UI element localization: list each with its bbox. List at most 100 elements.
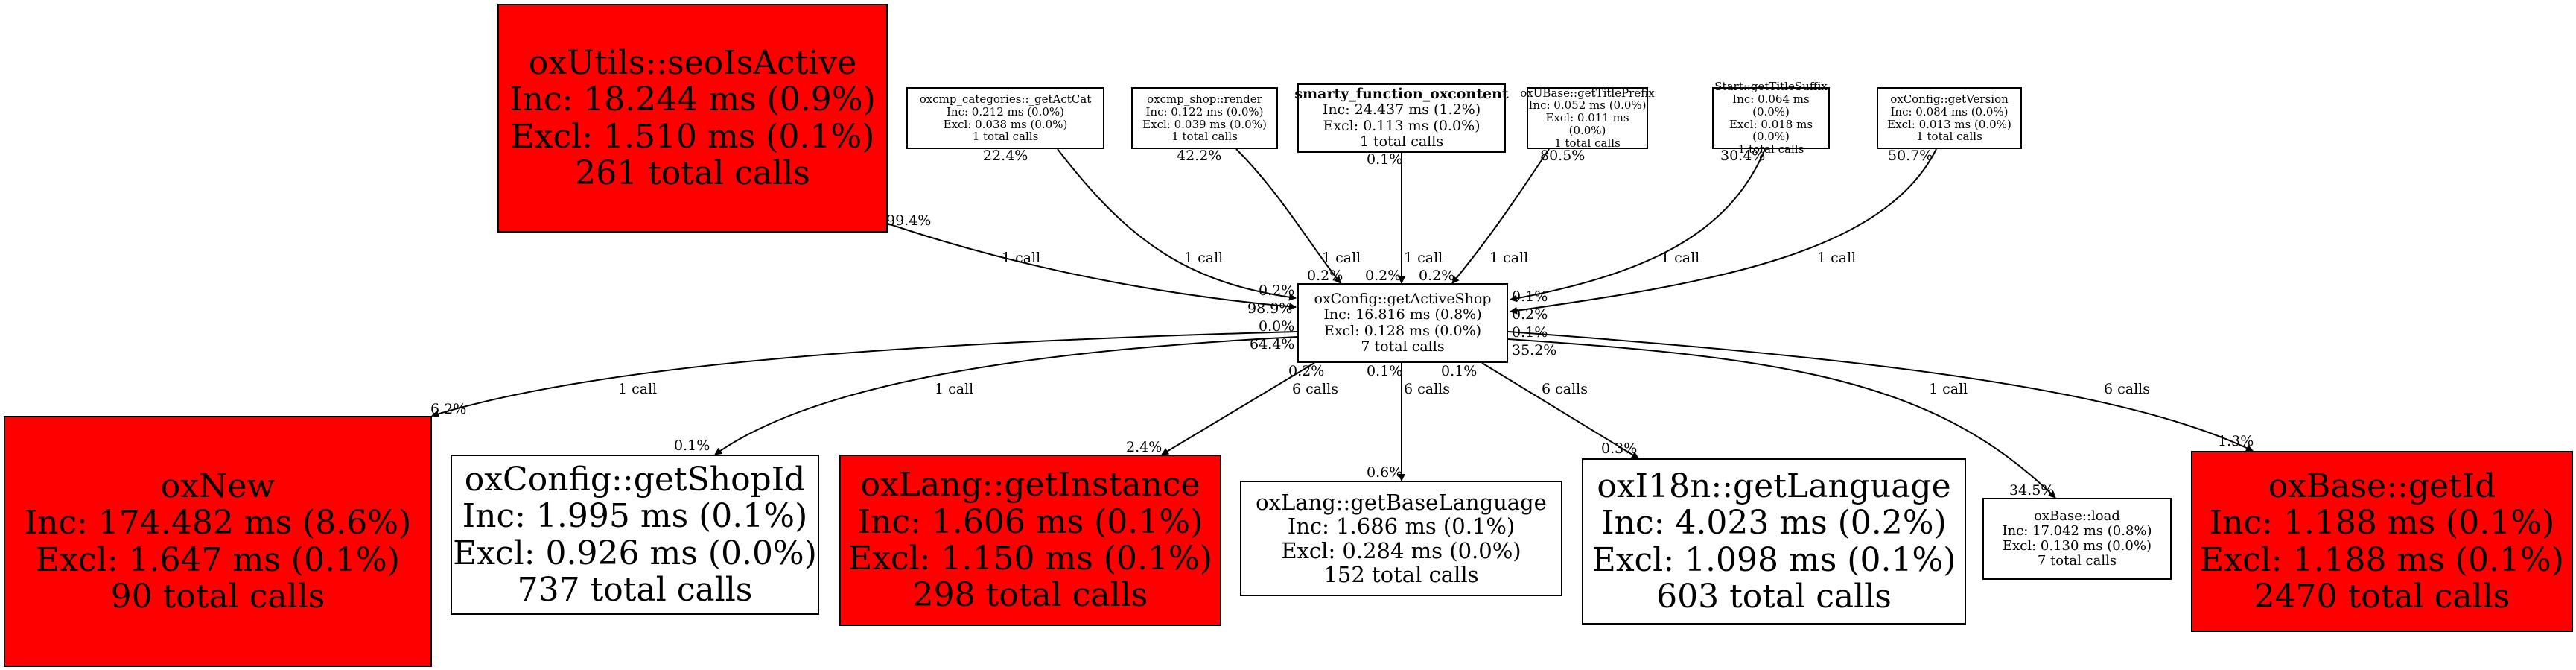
node-excl: Excl: 0.018 ms (0.0%) <box>1729 117 1813 144</box>
node-calls: 1 total calls <box>1554 136 1621 150</box>
edge-activeshop-to-getid <box>1507 331 2254 452</box>
edge-tail-pct: 0.1% <box>1441 363 1477 379</box>
node-calls: 737 total calls <box>517 570 753 609</box>
node-excl: Excl: 1.510 ms (0.1%) <box>510 117 875 156</box>
node-excl: Excl: 0.926 ms (0.0%) <box>453 534 817 572</box>
node-name: oxConfig::getShopId <box>464 460 806 499</box>
node-inc: Inc: 1.188 ms (0.1%) <box>2209 504 2555 543</box>
edge-call-count: 1 call <box>1489 250 1528 266</box>
node-calls: 7 total calls <box>2037 553 2117 569</box>
edge-call-count: 6 calls <box>1292 381 1338 397</box>
edge-head-pct: 0.2% <box>1307 268 1343 284</box>
edge-call-count: 6 calls <box>1404 381 1450 397</box>
node-calls: 2470 total calls <box>2254 577 2510 616</box>
node-inc: Inc: 4.023 ms (0.2%) <box>1601 504 1947 543</box>
node-inc: Inc: 174.482 ms (8.6%) <box>24 504 412 543</box>
node-excl: Excl: 0.284 ms (0.0%) <box>1281 537 1521 563</box>
node-name: oxBase::load <box>2034 508 2120 524</box>
node-name: oxNew <box>160 467 276 505</box>
node-inc: Inc: 0.052 ms (0.0%) <box>1528 98 1647 113</box>
node-excl: Excl: 0.011 ms (0.0%) <box>1545 111 1629 137</box>
edge-call-count: 1 call <box>1817 250 1856 266</box>
node-excl: Excl: 1.647 ms (0.1%) <box>36 540 400 579</box>
node-inc: Inc: 0.064 ms (0.0%) <box>1732 92 1810 118</box>
edge-tail-pct: 50.7% <box>1888 148 1933 164</box>
edge-head-pct: 2.4% <box>1126 439 1162 455</box>
edge-head-pct: 34.5% <box>2009 482 2054 499</box>
edge-tail-pct: 99.4% <box>886 212 931 229</box>
edge-tail-pct: 80.5% <box>1540 148 1585 164</box>
edge-tail-pct: 0.1% <box>1367 363 1402 379</box>
edge-tail-pct: 0.1% <box>1367 151 1402 168</box>
node-calls: 1 total calls <box>1916 130 1982 144</box>
edge-call-count: 1 call <box>1002 250 1040 266</box>
node-excl: Excl: 1.150 ms (0.1%) <box>848 540 1212 578</box>
edge-head-pct: 98.9% <box>1247 300 1292 317</box>
edge-call-count: 1 call <box>618 381 657 397</box>
edge-seo-to-activeshop <box>887 223 1297 311</box>
node-name: oxcmp_categories::_getActCat <box>919 92 1092 106</box>
node-name: oxLang::getBaseLanguage <box>1256 489 1547 515</box>
node-excl: Excl: 0.013 ms (0.0%) <box>1887 117 2011 131</box>
node-calls: 603 total calls <box>1656 577 1892 616</box>
node-calls: 152 total calls <box>1323 561 1479 587</box>
node-name: oxLang::getInstance <box>860 466 1200 505</box>
edge-call-count: 1 call <box>1661 250 1699 266</box>
edge-tail-pct: 22.4% <box>983 148 1028 164</box>
node-inc: Inc: 0.084 ms (0.0%) <box>1890 104 2009 118</box>
edge-call-count: 1 call <box>1404 250 1443 266</box>
node-inc: Inc: 16.816 ms (0.8%) <box>1323 306 1482 323</box>
node-name: oxUtils::seoIsActive <box>528 43 857 82</box>
edge-tail-pct: 0.1% <box>1512 324 1548 341</box>
edge-head-pct: 0.2% <box>1419 268 1454 284</box>
node-excl: Excl: 1.188 ms (0.1%) <box>2200 540 2564 579</box>
edge-categories-to-activeshop <box>1057 148 1297 301</box>
node-calls: 7 total calls <box>1361 338 1445 355</box>
node-inc: Inc: 17.042 ms (0.8%) <box>2002 522 2152 539</box>
edge-tail-pct: 30.4% <box>1720 148 1765 164</box>
edge-head-pct: 0.6% <box>1367 464 1402 481</box>
edge-tail-pct: 42.2% <box>1177 148 1221 164</box>
edge-tail-pct: 0.0% <box>1259 318 1294 335</box>
edge-call-count: 1 call <box>1184 250 1223 266</box>
node-excl: Excl: 0.113 ms (0.0%) <box>1323 117 1481 134</box>
node-calls: 1 total calls <box>1737 142 1804 157</box>
edge-head-pct: 0.2% <box>1365 268 1401 284</box>
edge-call-count: 6 calls <box>1542 381 1588 397</box>
edge-render-to-activeshop <box>1235 148 1341 284</box>
node-inc: Inc: 1.995 ms (0.1%) <box>462 497 808 536</box>
edge-call-count: 1 call <box>1929 381 1968 397</box>
edge-suffix-to-activeshop <box>1510 148 1766 303</box>
edge-head-pct: 0.1% <box>674 437 710 454</box>
node-name: oxcmp_shop::render <box>1147 92 1262 106</box>
node-calls: 1 total calls <box>1171 130 1238 144</box>
node-inc: Inc: 18.244 ms (0.9%) <box>509 80 876 119</box>
edge-tail-pct: 35.2% <box>1512 342 1556 358</box>
edge-version-to-activeshop <box>1510 148 1937 315</box>
node-inc: Inc: 24.437 ms (1.2%) <box>1322 101 1481 118</box>
edge-paths <box>431 148 2254 499</box>
node-name: smarty_function_oxcontent <box>1294 85 1509 102</box>
edge-head-pct: 0.2% <box>1512 306 1548 323</box>
node-inc: Inc: 0.212 ms (0.0%) <box>946 104 1065 118</box>
node-inc: Inc: 1.686 ms (0.1%) <box>1287 513 1516 540</box>
edge-activeshop-to-instance <box>1161 362 1315 455</box>
edge-labels: 1 call 99.4% 98.9% 1 call 22.4% 0.2% 1 c… <box>430 148 2254 499</box>
node-name: Start::getTitleSuffix <box>1714 80 1828 94</box>
node-excl: Excl: 0.128 ms (0.0%) <box>1323 322 1482 339</box>
